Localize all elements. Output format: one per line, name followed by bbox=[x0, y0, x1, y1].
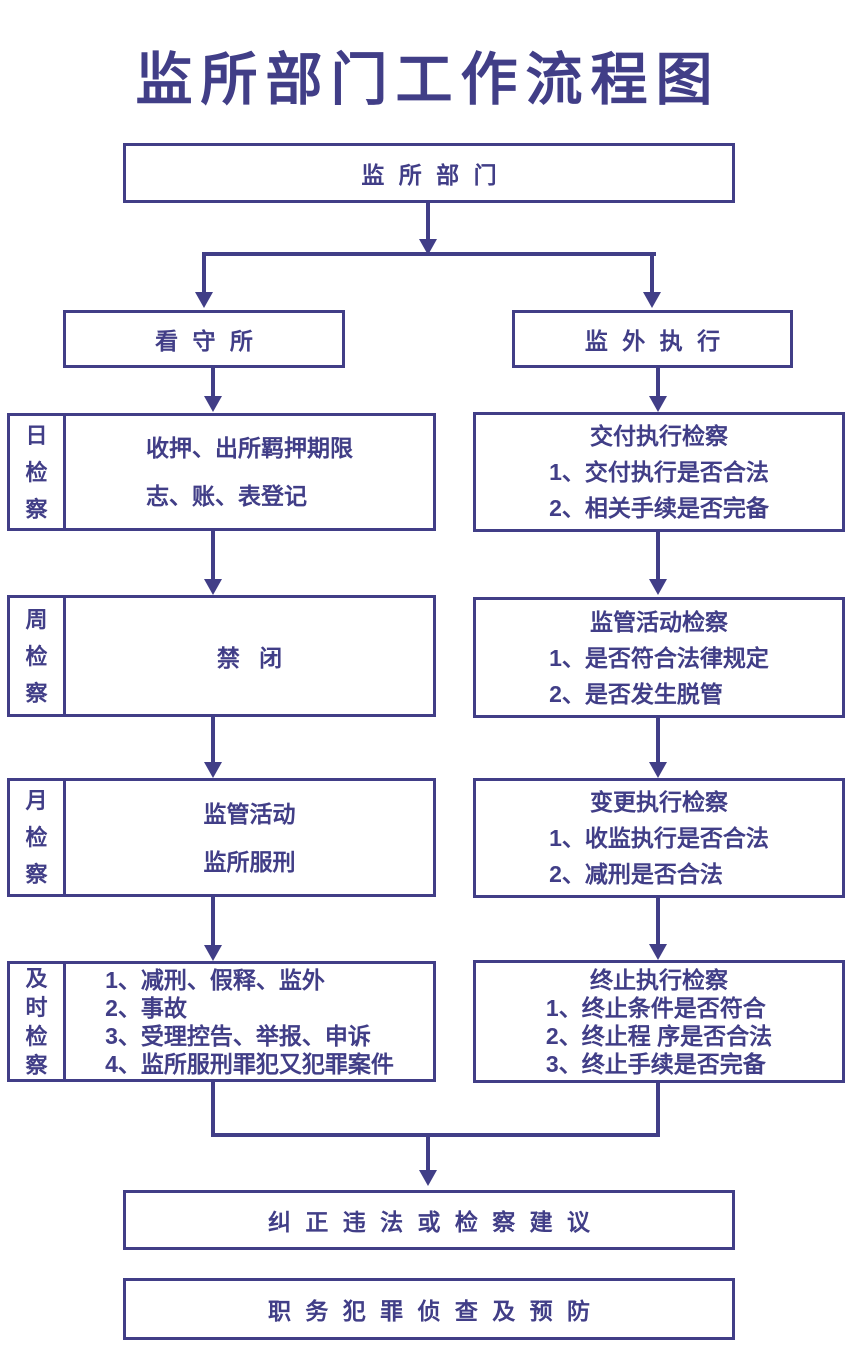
check-line: 1、是否符合法律规定 bbox=[549, 644, 769, 671]
side-cell-daily: 日检察 bbox=[10, 416, 66, 528]
connector-left-branch-row1-arrowhead bbox=[204, 396, 222, 412]
check-title: 交付执行检察 bbox=[590, 423, 728, 449]
check-text-block: 1、是否符合法律规定 2、是否发生脱管 bbox=[549, 640, 769, 712]
check-line: 2、终止程 序是否合法 bbox=[545, 1022, 773, 1049]
check-line: 3、终止手续是否完备 bbox=[545, 1050, 766, 1077]
row-line: 禁 闭 bbox=[216, 645, 283, 671]
side-label-daily: 日检察 bbox=[25, 422, 48, 522]
row-line: 1、减刑、假释、监外 bbox=[105, 966, 325, 993]
connector-left-r3-r4-line bbox=[211, 897, 215, 947]
connector-merge-arrowhead bbox=[419, 1170, 437, 1186]
check-text-block: 1、交付执行是否合法 2、相关手续是否完备 bbox=[549, 454, 769, 526]
check-box-handover-execution: 交付执行检察 1、交付执行是否合法 2、相关手续是否完备 bbox=[473, 412, 845, 532]
check-line: 2、相关手续是否完备 bbox=[549, 495, 769, 521]
row-line: 志、账、表登记 bbox=[146, 483, 307, 509]
connector-right-branch-row1-line bbox=[656, 368, 660, 398]
row-text-block: 监管活动 监所服刑 bbox=[204, 790, 296, 886]
connector-right-r2-r3-arrowhead bbox=[649, 762, 667, 778]
connector-right-drop-line bbox=[650, 252, 654, 294]
inspection-row-timely: 及时检察 1、减刑、假释、监外 2、事故 3、受理控告、举报、申诉 4、监所服刑… bbox=[7, 961, 436, 1082]
side-label-monthly: 月检察 bbox=[25, 788, 48, 887]
root-box-label: 监 所 部 门 bbox=[361, 162, 501, 188]
connector-right-drop-arrowhead bbox=[643, 292, 661, 308]
row-line: 收押、出所羁押期限 bbox=[146, 435, 353, 461]
row-text-block: 收押、出所羁押期限 志、账、表登记 bbox=[146, 424, 353, 520]
check-box-terminate-execution: 终止执行检察 1、终止条件是否符合 2、终止程 序是否合法 3、终止手续是否完备 bbox=[473, 960, 845, 1083]
connector-right-r1-r2-arrowhead bbox=[649, 579, 667, 595]
side-cell-timely: 及时检察 bbox=[10, 964, 66, 1079]
connector-merge-horizontal-line bbox=[211, 1133, 660, 1137]
connector-root-line bbox=[426, 203, 430, 241]
check-line: 1、收监执行是否合法 bbox=[549, 825, 769, 851]
connector-splitter-line bbox=[202, 252, 656, 256]
connector-merge-drop-line bbox=[426, 1133, 430, 1172]
check-content-handover: 交付执行检察 1、交付执行是否合法 2、相关手续是否完备 bbox=[476, 415, 842, 529]
row-line: 4、监所服刑罪犯又犯罪案件 bbox=[105, 1050, 394, 1077]
branch-box-detention-house-label: 看 守 所 bbox=[155, 328, 257, 354]
check-line: 1、终止条件是否符合 bbox=[545, 994, 766, 1021]
output-box-duty-crime-prevention: 职 务 犯 罪 侦 查 及 预 防 bbox=[123, 1278, 735, 1340]
branch-box-detention-house: 看 守 所 bbox=[63, 310, 345, 368]
page-title: 监所部门工作流程图 bbox=[135, 48, 721, 112]
row-content-monthly: 监管活动 监所服刑 bbox=[66, 781, 433, 894]
inspection-row-weekly: 周检察 禁 闭 bbox=[7, 595, 436, 717]
row-line: 2、事故 bbox=[105, 994, 187, 1021]
check-title: 变更执行检察 bbox=[590, 789, 728, 815]
connector-left-drop-line bbox=[202, 252, 206, 294]
row-content-daily: 收押、出所羁押期限 志、账、表登记 bbox=[66, 416, 433, 528]
row-content-weekly: 禁 闭 bbox=[66, 598, 433, 714]
output-box-correction-suggestion: 纠 正 违 法 或 检 察 建 议 bbox=[123, 1190, 735, 1250]
check-title: 监管活动检察 bbox=[590, 608, 728, 635]
connector-merge-left-line bbox=[211, 1082, 215, 1137]
row-text-block: 1、减刑、假释、监外 2、事故 3、受理控告、举报、申诉 4、监所服刑罪犯又犯罪… bbox=[105, 966, 394, 1078]
connector-left-drop-arrowhead bbox=[195, 292, 213, 308]
branch-box-outside-execution-label: 监 外 执 行 bbox=[584, 328, 725, 354]
check-content-change: 变更执行检察 1、收监执行是否合法 2、减刑是否合法 bbox=[476, 781, 842, 895]
side-cell-monthly: 月检察 bbox=[10, 781, 66, 894]
inspection-row-daily: 日检察 收押、出所羁押期限 志、账、表登记 bbox=[7, 413, 436, 531]
check-title: 终止执行检察 bbox=[590, 966, 728, 993]
connector-left-r2-r3-line bbox=[211, 717, 215, 763]
connector-right-r2-r3-line bbox=[656, 718, 660, 763]
connector-root-arrowhead bbox=[419, 239, 437, 255]
side-label-timely: 及时检察 bbox=[25, 965, 48, 1078]
output-box-correction-suggestion-label: 纠 正 违 法 或 检 察 建 议 bbox=[267, 1209, 595, 1235]
check-line: 1、交付执行是否合法 bbox=[549, 459, 769, 485]
row-line: 监所服刑 bbox=[203, 848, 296, 875]
connector-left-r1-r2-line bbox=[211, 531, 215, 581]
side-cell-weekly: 周检察 bbox=[10, 598, 66, 714]
connector-right-branch-row1-arrowhead bbox=[649, 396, 667, 412]
check-box-supervision-activity: 监管活动检察 1、是否符合法律规定 2、是否发生脱管 bbox=[473, 597, 845, 718]
connector-right-r1-r2-line bbox=[656, 532, 660, 581]
output-box-duty-crime-prevention-label: 职 务 犯 罪 侦 查 及 预 防 bbox=[267, 1298, 595, 1324]
connector-left-r2-r3-arrowhead bbox=[204, 762, 222, 778]
check-text-block: 1、终止条件是否符合 2、终止程 序是否合法 3、终止手续是否完备 bbox=[546, 994, 772, 1078]
connector-left-r1-r2-arrowhead bbox=[204, 579, 222, 595]
check-line: 2、减刑是否合法 bbox=[549, 861, 723, 887]
root-box: 监 所 部 门 bbox=[123, 143, 735, 203]
connector-merge-right-line bbox=[656, 1083, 660, 1137]
check-line: 2、是否发生脱管 bbox=[549, 680, 723, 707]
connector-right-r3-r4-arrowhead bbox=[649, 944, 667, 960]
row-content-timely: 1、减刑、假释、监外 2、事故 3、受理控告、举报、申诉 4、监所服刑罪犯又犯罪… bbox=[66, 964, 433, 1079]
row-line: 监管活动 bbox=[203, 800, 296, 827]
check-content-terminate: 终止执行检察 1、终止条件是否符合 2、终止程 序是否合法 3、终止手续是否完备 bbox=[476, 963, 842, 1080]
check-content-supervision: 监管活动检察 1、是否符合法律规定 2、是否发生脱管 bbox=[476, 600, 842, 715]
check-text-block: 1、收监执行是否合法 2、减刑是否合法 bbox=[549, 820, 769, 892]
row-line: 3、受理控告、举报、申诉 bbox=[105, 1022, 371, 1049]
check-box-change-execution: 变更执行检察 1、收监执行是否合法 2、减刑是否合法 bbox=[473, 778, 845, 898]
side-label-weekly: 周检察 bbox=[25, 606, 48, 706]
connector-left-branch-row1-line bbox=[211, 368, 215, 398]
connector-right-r3-r4-line bbox=[656, 898, 660, 946]
connector-left-r3-r4-arrowhead bbox=[204, 945, 222, 961]
inspection-row-monthly: 月检察 监管活动 监所服刑 bbox=[7, 778, 436, 897]
branch-box-outside-execution: 监 外 执 行 bbox=[512, 310, 793, 368]
